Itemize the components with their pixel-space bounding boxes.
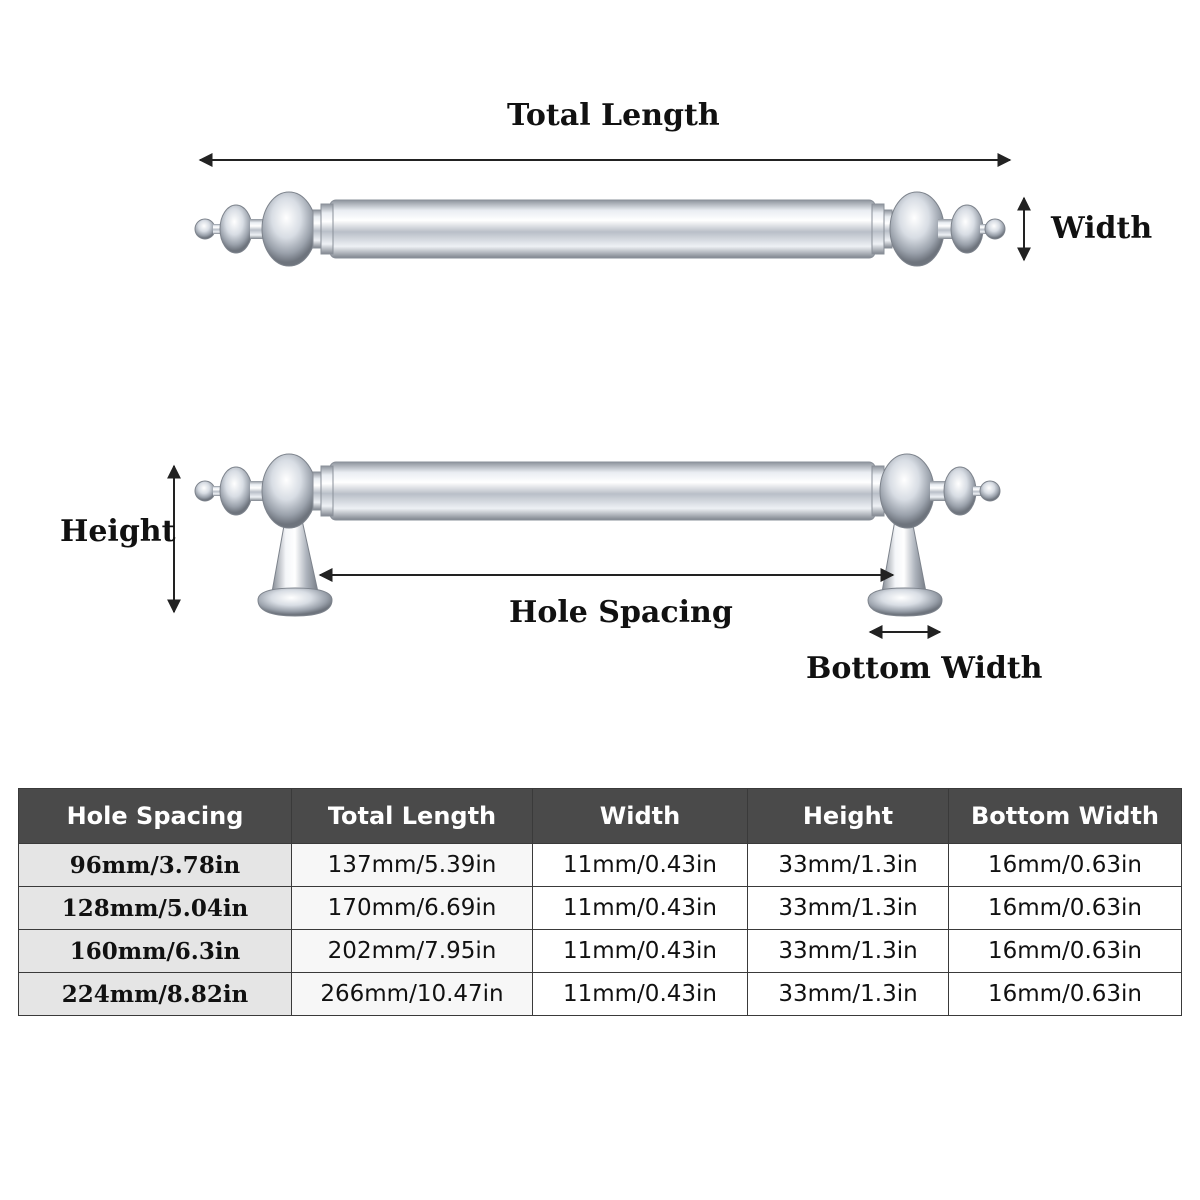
cell-width: 11mm/0.43in: [532, 972, 748, 1016]
width-label: Width: [1051, 211, 1153, 246]
cell-hole-spacing: 160mm/6.3in: [18, 929, 292, 973]
table-row: 224mm/8.82in 266mm/10.47in 11mm/0.43in 3…: [18, 972, 1182, 1016]
header-bottom-width: Bottom Width: [948, 788, 1182, 844]
cell-bottom-width: 16mm/0.63in: [948, 886, 1182, 930]
header-total-length: Total Length: [291, 788, 533, 844]
spec-table-container: Hole Spacing Total Length Width Height B…: [18, 788, 1182, 1016]
table-row: 128mm/5.04in 170mm/6.69in 11mm/0.43in 33…: [18, 886, 1182, 930]
product-diagram: [167, 153, 1031, 639]
cell-hole-spacing: 128mm/5.04in: [18, 886, 292, 930]
cell-bottom-width: 16mm/0.63in: [948, 972, 1182, 1016]
cell-height: 33mm/1.3in: [747, 972, 949, 1016]
cell-total-length: 137mm/5.39in: [291, 843, 533, 887]
cell-total-length: 266mm/10.47in: [291, 972, 533, 1016]
cell-bottom-width: 16mm/0.63in: [948, 929, 1182, 973]
hole-spacing-label: Hole Spacing: [509, 595, 733, 630]
height-label: Height: [60, 514, 176, 549]
cell-width: 11mm/0.43in: [532, 886, 748, 930]
handle-top-view: [194, 191, 1006, 267]
spec-table: Hole Spacing Total Length Width Height B…: [18, 788, 1182, 1016]
cell-width: 11mm/0.43in: [532, 929, 748, 973]
total-length-label: Total Length: [507, 98, 720, 133]
table-row: 160mm/6.3in 202mm/7.95in 11mm/0.43in 33m…: [18, 929, 1182, 973]
cell-bottom-width: 16mm/0.63in: [948, 843, 1182, 887]
header-hole-spacing: Hole Spacing: [18, 788, 292, 844]
handle-side-view: [194, 453, 1001, 617]
bottom-width-label: Bottom Width: [806, 651, 1043, 686]
cell-height: 33mm/1.3in: [747, 886, 949, 930]
header-width: Width: [532, 788, 748, 844]
cell-total-length: 202mm/7.95in: [291, 929, 533, 973]
cell-hole-spacing: 96mm/3.78in: [18, 843, 292, 887]
header-height: Height: [747, 788, 949, 844]
table-row: 96mm/3.78in 137mm/5.39in 11mm/0.43in 33m…: [18, 843, 1182, 887]
cell-width: 11mm/0.43in: [532, 843, 748, 887]
cell-hole-spacing: 224mm/8.82in: [18, 972, 292, 1016]
cell-height: 33mm/1.3in: [747, 929, 949, 973]
cell-height: 33mm/1.3in: [747, 843, 949, 887]
cell-total-length: 170mm/6.69in: [291, 886, 533, 930]
table-header-row: Hole Spacing Total Length Width Height B…: [18, 788, 1182, 844]
